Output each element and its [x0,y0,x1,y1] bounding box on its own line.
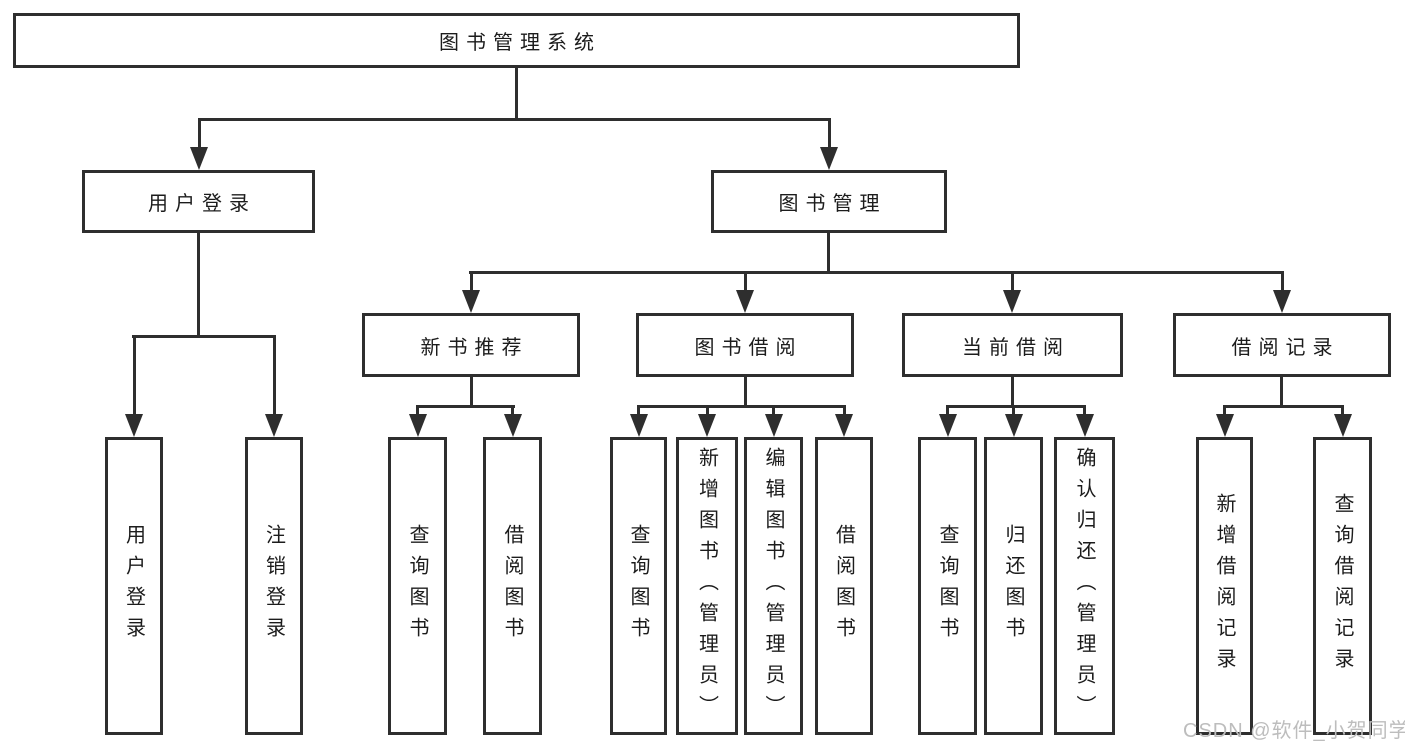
node-new-book-recommend: 新书推荐 [362,313,580,377]
connector-book-mgmt-drop [1011,271,1014,292]
arrow-down-icon [820,147,838,170]
arrow-down-icon [630,414,648,437]
arrow-down-icon [1003,290,1021,313]
connector-user-login-drop [133,335,136,416]
arrow-down-icon [504,414,522,437]
connector-current-borrow-drop [1083,405,1086,417]
node-leaf-search-books-current: 查询图书 [918,437,977,735]
node-book-borrowing: 图书借阅 [636,313,854,377]
connector-book-borrow-drop [706,405,709,417]
connector-root-bar [198,118,831,121]
connector-borrow-records-stem [1280,377,1283,405]
node-leaf-edit-books-admin: 编辑图书（管理员） [744,437,803,735]
node-borrowing-records: 借阅记录 [1173,313,1391,377]
connector-book-borrow-drop [772,405,775,417]
arrow-down-icon [1076,414,1094,437]
arrow-down-icon [736,290,754,313]
node-user-login: 用户登录 [82,170,315,233]
connector-book-borrow-bar [637,405,846,408]
arrow-down-icon [462,290,480,313]
node-book-management: 图书管理 [711,170,947,233]
node-leaf-user-login: 用户登录 [105,437,163,735]
connector-book-borrow-drop [843,405,846,417]
connector-book-borrow-drop [637,405,640,417]
arrow-down-icon [265,414,283,437]
arrow-down-icon [1216,414,1234,437]
connector-new-book-drop [416,405,419,417]
connector-book-mgmt-stem [827,233,830,271]
arrow-down-icon [1005,414,1023,437]
connector-current-borrow-bar [946,405,1086,408]
connector-borrow-records-drop [1223,405,1226,417]
arrow-down-icon [125,414,143,437]
arrow-down-icon [835,414,853,437]
connector-borrow-records-drop [1341,405,1344,417]
arrow-down-icon [939,414,957,437]
arrow-down-icon [765,414,783,437]
arrow-down-icon [409,414,427,437]
node-leaf-borrow-books: 借阅图书 [815,437,873,735]
connector-book-mgmt-drop [1281,271,1284,292]
node-leaf-add-books-admin: 新增图书（管理员） [676,437,738,735]
csdn-watermark: CSDN @软件_小贺同学 [1183,720,1405,742]
arrow-down-icon [1334,414,1352,437]
connector-root-drop-right [828,118,831,150]
node-leaf-return-books: 归还图书 [984,437,1043,735]
connector-current-borrow-drop [1012,405,1015,417]
connector-book-mgmt-drop [470,271,473,292]
connector-book-mgmt-bar [469,271,1284,274]
connector-borrow-records-bar [1223,405,1344,408]
node-leaf-borrow-books-recommend: 借阅图书 [483,437,542,735]
arrow-down-icon [698,414,716,437]
connector-book-borrow-stem [744,377,747,405]
node-leaf-add-borrow-record: 新增借阅记录 [1196,437,1253,735]
node-leaf-search-borrow-record: 查询借阅记录 [1313,437,1372,735]
node-leaf-logout: 注销登录 [245,437,303,735]
connector-user-login-bar [132,335,276,338]
connector-current-borrow-drop [946,405,949,417]
connector-root-stem [515,68,518,118]
connector-new-book-stem [470,377,473,405]
connector-user-login-drop [273,335,276,416]
arrow-down-icon [190,147,208,170]
connector-new-book-drop [511,405,514,417]
arrow-down-icon [1273,290,1291,313]
node-leaf-search-books-borrowing: 查询图书 [610,437,667,735]
connector-user-login-stem [197,233,200,335]
connector-book-mgmt-drop [744,271,747,292]
connector-root-drop-left [198,118,201,150]
connector-current-borrow-stem [1011,377,1014,405]
node-library-system: 图书管理系统 [13,13,1020,68]
connector-new-book-bar [416,405,515,408]
node-leaf-search-books-recommend: 查询图书 [388,437,447,735]
node-leaf-confirm-return-admin: 确认归还（管理员） [1054,437,1115,735]
node-current-borrowing: 当前借阅 [902,313,1123,377]
